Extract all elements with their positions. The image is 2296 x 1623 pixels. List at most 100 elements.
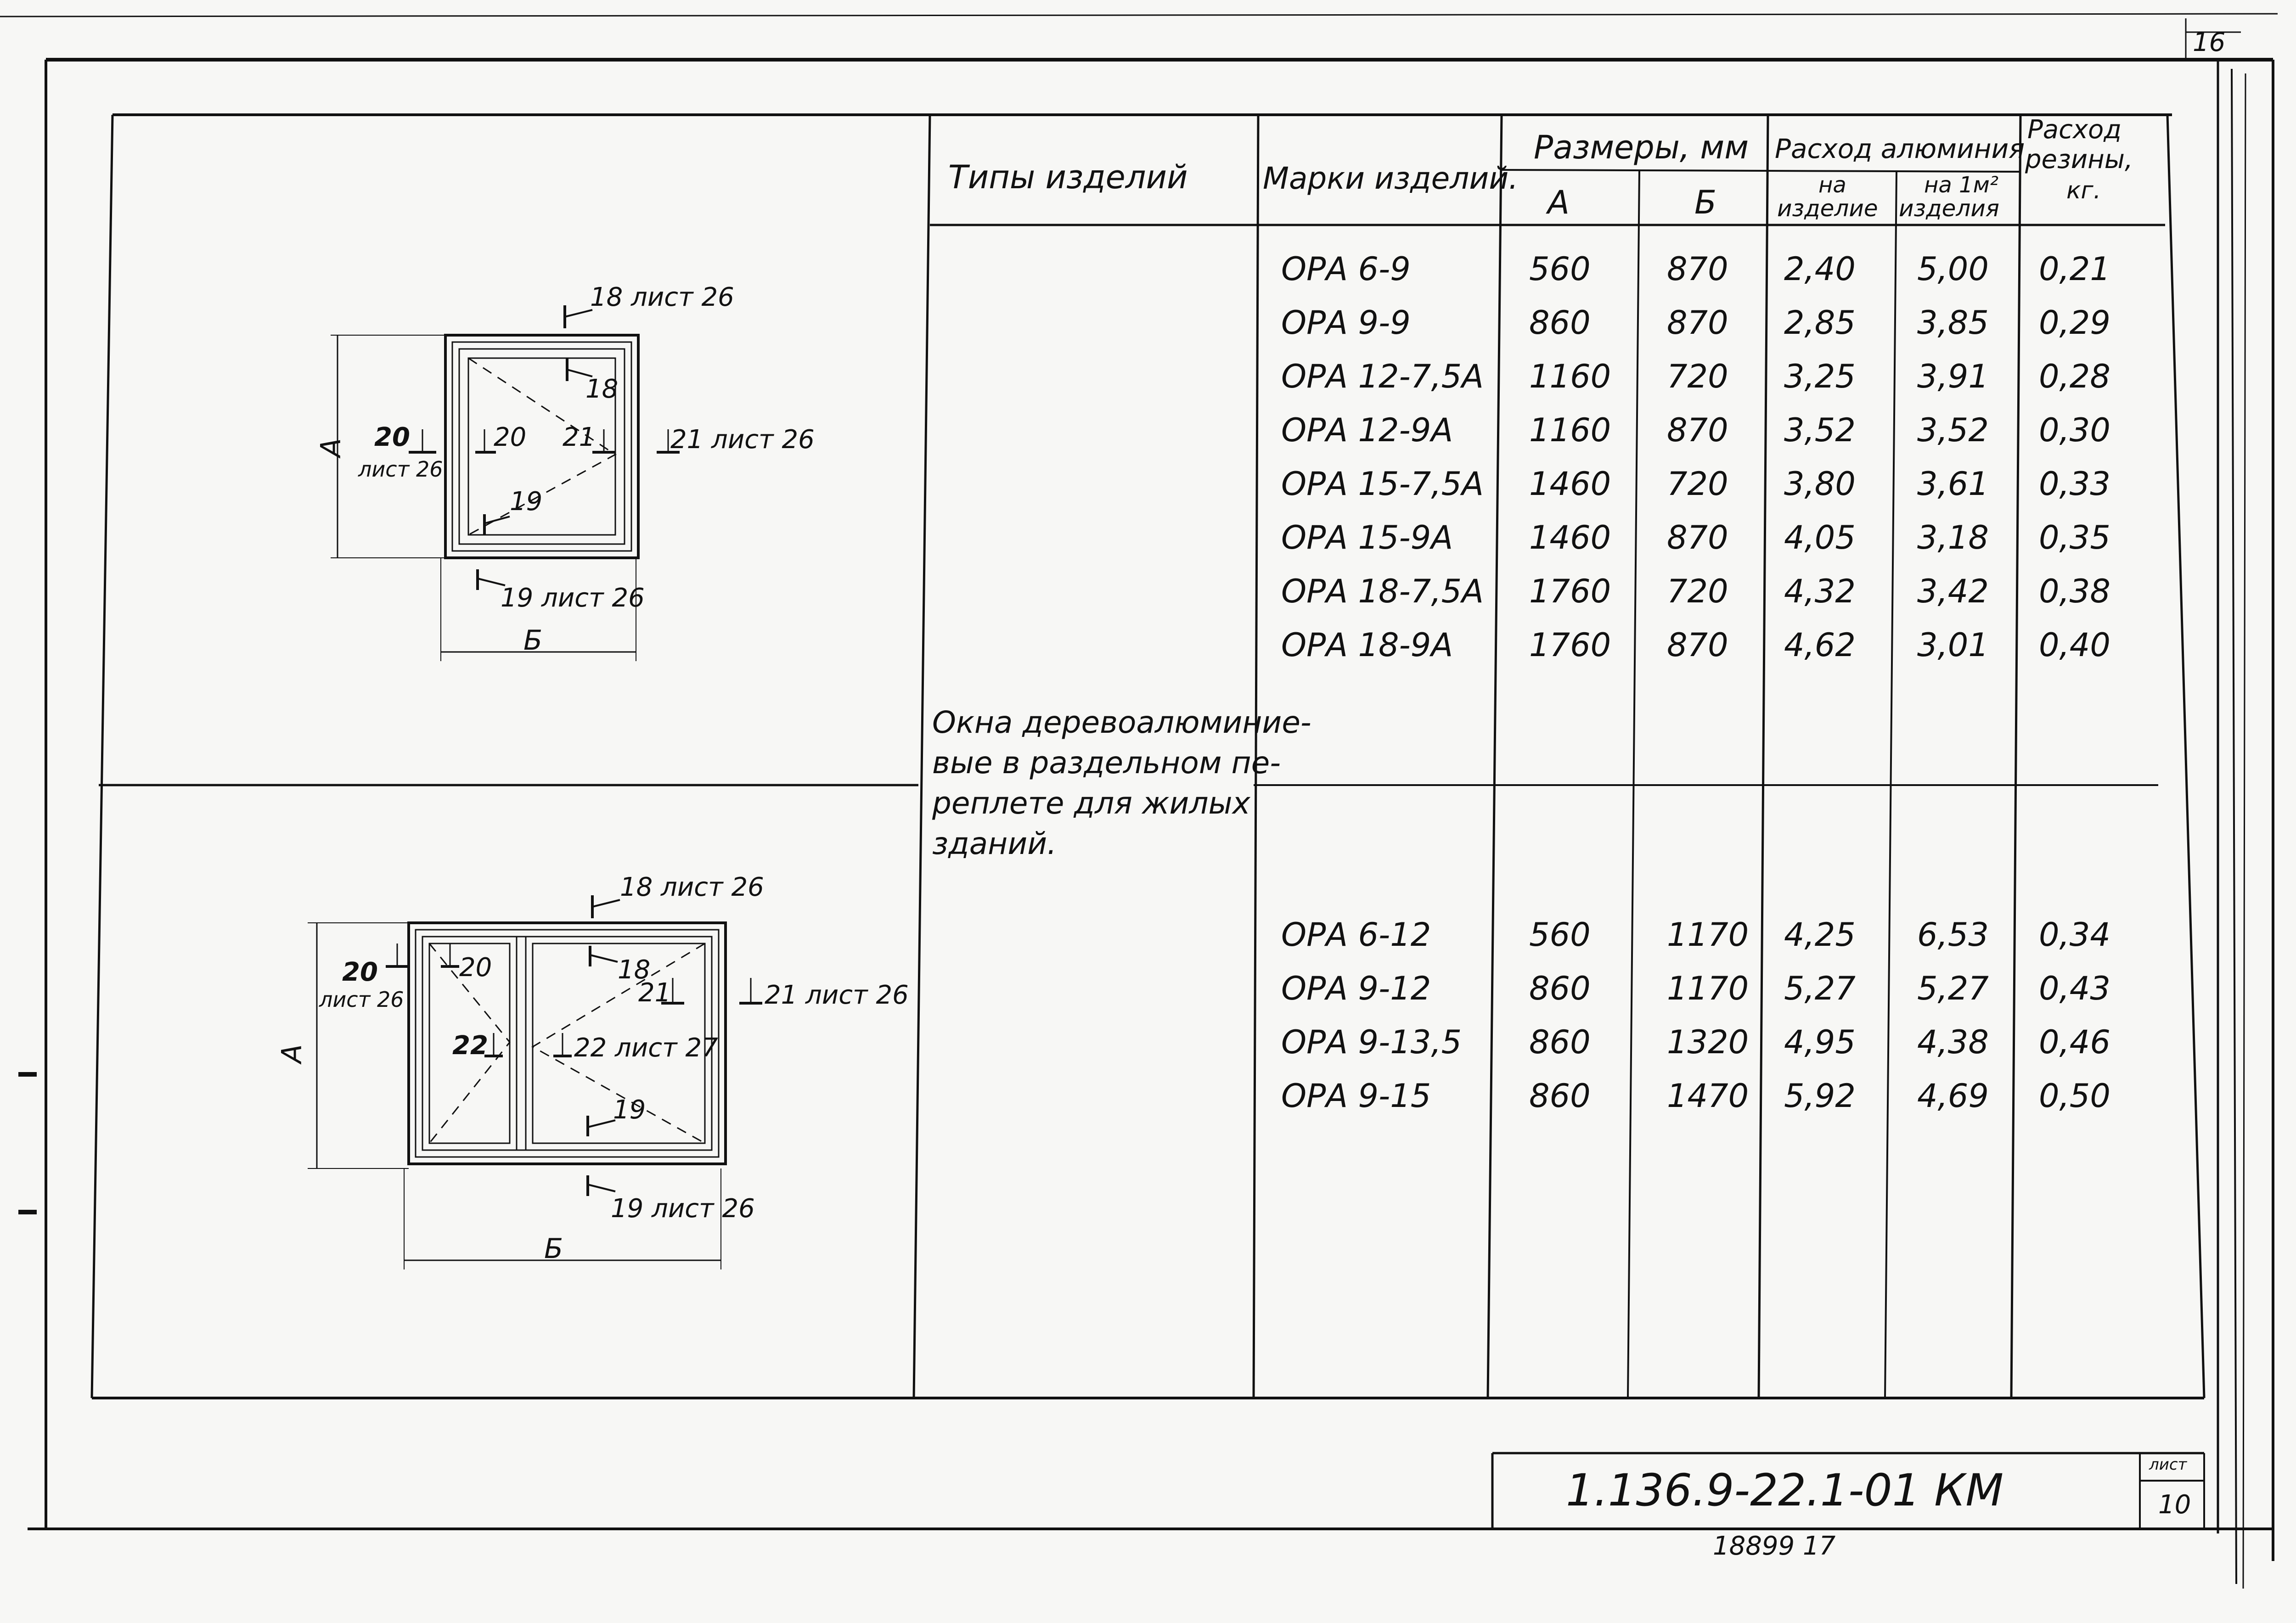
table-cell-alu-m2: 6,53 — [1917, 916, 1989, 954]
table-cell-mark: ОРА 15-7,5А — [1281, 465, 1484, 503]
header-sizes: Размеры, мм — [1534, 129, 1749, 166]
table-cell-a: 560 — [1529, 916, 1591, 954]
d1-dim-b: Б — [523, 624, 543, 657]
header-rubber-1: Расход — [2027, 115, 2122, 145]
table-cell-a: 1760 — [1529, 626, 1611, 664]
inventory-number: 18899 17 — [1713, 1531, 1836, 1561]
sheet-number: 10 — [2158, 1490, 2191, 1520]
table-cell-mark: ОРА 18-7,5А — [1281, 573, 1484, 610]
table-cell-rubber: 0,30 — [2039, 411, 2110, 449]
table-cell-rubber: 0,28 — [2039, 358, 2110, 395]
header-marks: Марки изделий. — [1263, 161, 1519, 196]
d2-cut22-sheet: 22 лист 27 — [574, 1033, 718, 1063]
d1-cut19-bottom: 19 лист 26 — [501, 583, 645, 613]
page-number: 16 — [2193, 28, 2226, 57]
table-cell-rubber: 0,38 — [2039, 573, 2110, 610]
table-cell-alu-m2: 3,91 — [1917, 358, 1989, 395]
table-cell-mark: ОРА 6-9 — [1281, 250, 1411, 288]
table-cell-mark: ОРА 12-9А — [1281, 411, 1453, 449]
table-cell-b: 870 — [1667, 626, 1728, 664]
table-cell-a: 860 — [1529, 304, 1591, 342]
product-type: Окна деревоалюминие- вые в раздельном пе… — [932, 702, 1311, 864]
product-type-line: вые в раздельном пе- — [932, 745, 1281, 781]
table-cell-rubber: 0,34 — [2039, 916, 2110, 954]
table-cell-b: 720 — [1667, 573, 1728, 610]
table-cell-mark: ОРА 15-9А — [1281, 519, 1453, 556]
table-cell-alu-m2: 3,01 — [1917, 626, 1989, 664]
d2-cut18-top: 18 лист 26 — [620, 872, 764, 902]
window-drawing-2 — [308, 895, 762, 1269]
d2-dim-a: А — [276, 1044, 308, 1063]
d1-dim-a: А — [315, 438, 347, 457]
table-cell-a: 1460 — [1529, 519, 1611, 556]
table-cell-mark: ОРА 6-12 — [1281, 916, 1431, 954]
table-cell-alu-item: 4,32 — [1784, 573, 1856, 610]
table-cell-b: 870 — [1667, 304, 1728, 342]
table-cell-a: 1760 — [1529, 573, 1611, 610]
table-cell-mark: ОРА 12-7,5А — [1281, 358, 1484, 395]
d1-cut20-left: 20 — [374, 422, 410, 452]
table-cell-alu-m2: 3,18 — [1917, 519, 1989, 556]
table-cell-a: 1160 — [1529, 358, 1611, 395]
header-rubber-3: кг. — [2066, 177, 2101, 204]
table-cell-mark: ОРА 9-12 — [1281, 970, 1431, 1007]
sheet-label: лист — [2149, 1455, 2187, 1474]
table-cell-b: 720 — [1667, 465, 1728, 503]
header-alu-item-2: изделие — [1777, 195, 1878, 222]
d1-cut20: 20 — [494, 422, 527, 452]
d2-cut21: 21 — [638, 978, 671, 1008]
table-cell-alu-m2: 5,27 — [1917, 970, 1989, 1007]
header-alu-m2-1: на 1м² — [1924, 172, 1999, 198]
table-cell-mark: ОРА 9-9 — [1281, 304, 1411, 342]
table-cell-a: 1460 — [1529, 465, 1611, 503]
table-cell-a: 860 — [1529, 1077, 1591, 1115]
table-cell-b: 1320 — [1667, 1023, 1749, 1061]
table-cell-a: 860 — [1529, 1023, 1591, 1061]
table-cell-alu-item: 3,80 — [1784, 465, 1856, 503]
table-cell-b: 720 — [1667, 358, 1728, 395]
d2-cut19: 19 — [613, 1095, 646, 1125]
table-cell-alu-m2: 3,42 — [1917, 573, 1989, 610]
header-alu-item-1: на — [1818, 172, 1846, 198]
d2-cut20-left-sheet: лист 26 — [319, 987, 404, 1012]
table-cell-b: 1170 — [1667, 970, 1749, 1007]
table-cell-alu-item: 2,40 — [1784, 250, 1856, 288]
table-cell-alu-item: 5,92 — [1784, 1077, 1856, 1115]
d1-cut21-right: 21 лист 26 — [670, 425, 815, 455]
table-cell-alu-m2: 4,69 — [1917, 1077, 1989, 1115]
table-cell-alu-item: 4,62 — [1784, 626, 1856, 664]
d1-cut18-top: 18 лист 26 — [590, 282, 734, 312]
d2-cut19-bottom: 19 лист 26 — [611, 1194, 755, 1224]
table-cell-a: 560 — [1529, 250, 1591, 288]
table-cell-rubber: 0,29 — [2039, 304, 2110, 342]
table-cell-b: 870 — [1667, 519, 1728, 556]
document-code: 1.136.9-22.1-01 КМ — [1566, 1465, 2004, 1516]
table-cell-mark: ОРА 9-13,5 — [1281, 1023, 1462, 1061]
table-cell-b: 1470 — [1667, 1077, 1749, 1115]
table-cell-a: 1160 — [1529, 411, 1611, 449]
header-rubber-2: резины, — [2025, 145, 2133, 174]
d1-cut20-left-sheet: лист 26 — [358, 457, 443, 482]
table-cell-b: 1170 — [1667, 916, 1749, 954]
window-drawing-1 — [331, 305, 680, 661]
d2-cut20-left: 20 — [342, 957, 378, 987]
table-cell-mark: ОРА 9-15 — [1281, 1077, 1431, 1115]
table-cell-alu-item: 3,52 — [1784, 411, 1856, 449]
d2-dim-b: Б — [544, 1233, 563, 1265]
product-type-line: Окна деревоалюминие- — [932, 705, 1311, 740]
d2-cut21-right: 21 лист 26 — [765, 980, 909, 1010]
header-alu-m2-2: изделия — [1899, 195, 1999, 222]
table-cell-a: 860 — [1529, 970, 1591, 1007]
d1-cut19: 19 — [510, 487, 543, 517]
d1-cut18: 18 — [585, 374, 619, 404]
table-cell-alu-item: 2,85 — [1784, 304, 1856, 342]
table-cell-mark: ОРА 18-9А — [1281, 626, 1453, 664]
table-cell-rubber: 0,43 — [2039, 970, 2110, 1007]
table-cell-alu-m2: 3,85 — [1917, 304, 1989, 342]
table-cell-alu-item: 4,05 — [1784, 519, 1856, 556]
table-cell-b: 870 — [1667, 411, 1728, 449]
product-type-line: реплете для жилых — [932, 786, 1250, 821]
table-cell-b: 870 — [1667, 250, 1728, 288]
table-cell-alu-item: 3,25 — [1784, 358, 1856, 395]
